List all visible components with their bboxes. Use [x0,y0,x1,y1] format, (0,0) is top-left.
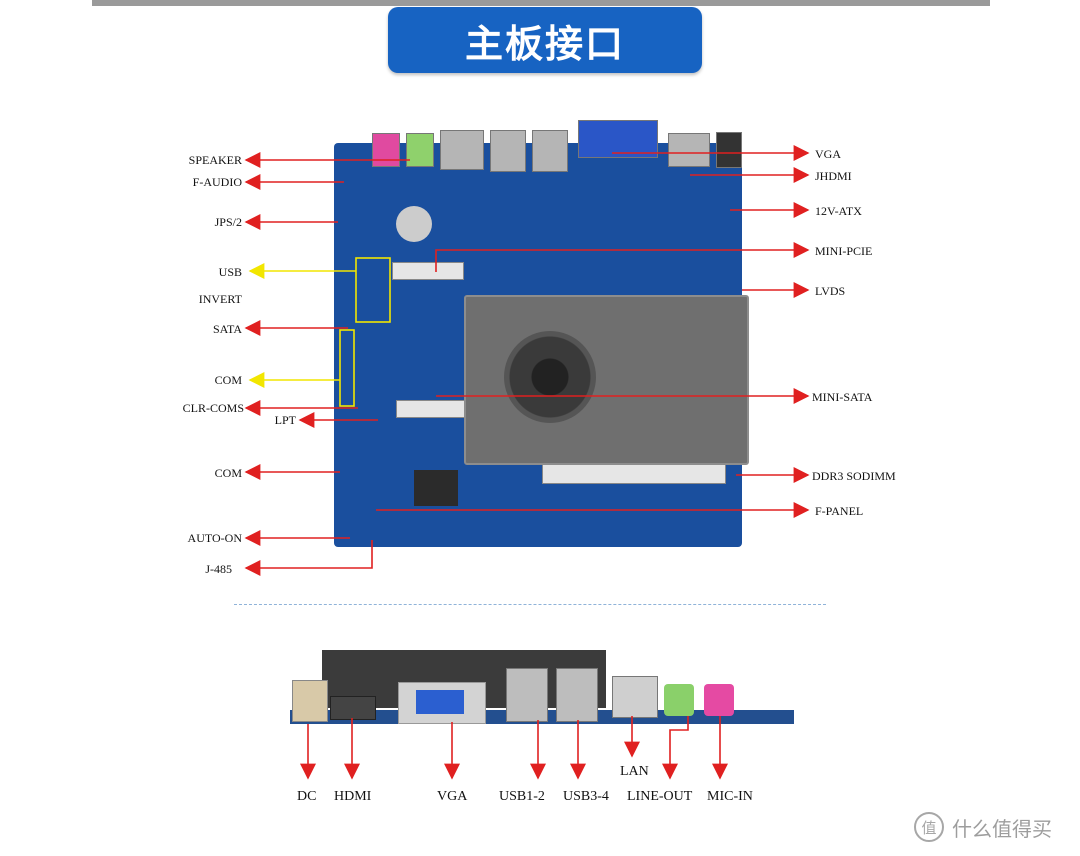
label-jps2: JPS/2 [214,215,242,229]
label-f-panel: F-PANEL [815,504,864,518]
label-ddr3-sodimm: DDR3 SODIMM [812,469,896,483]
usb-port-2 [532,130,568,172]
usb-port-1 [490,130,526,172]
line-out-jack [664,684,694,716]
watermark: 值 什么值得买 [914,812,1052,842]
usb12-port [506,668,548,722]
label-vga: VGA [815,147,841,161]
label-usb: USB [218,265,242,279]
label-f-audio: F-AUDIO [192,175,242,189]
chip [414,470,458,506]
label-auto-on: AUTO-ON [187,531,242,545]
label-lpt: LPT [274,413,296,427]
label-bottom-lan: LAN [620,764,649,779]
label-speaker: SPEAKER [188,153,242,167]
audio-jack-pink [372,133,400,167]
usb34-port [556,668,598,722]
watermark-text: 什么值得买 [952,816,1052,841]
lan-port-io [612,676,658,718]
label-bottom-mic-in: MIC-IN [707,789,753,804]
label-12v-atx: 12V-ATX [815,204,862,218]
cmos-battery [396,206,432,242]
vga-connector [416,690,464,714]
label-com-1: COM [214,373,242,387]
label-mini-pcie: MINI-PCIE [815,244,873,258]
dashed-divider [234,604,826,605]
label-bottom-dc: DC [297,789,317,804]
label-bottom-usb12: USB1-2 [499,789,545,804]
dc-jack [716,132,742,168]
label-lvds: LVDS [815,284,846,298]
label-mini-sata: MINI-SATA [812,390,873,404]
label-sata: SATA [212,322,242,336]
label-bottom-vga: VGA [437,789,468,804]
watermark-icon: 值 [914,812,944,842]
top-divider-bar [92,0,990,6]
cpu-fan [504,331,596,423]
vga-port [578,120,658,158]
dc-port [292,680,328,722]
label-invert: INVERT [198,292,242,306]
label-jhdmi: JHDMI [815,169,852,183]
audio-jack-green [406,133,434,167]
label-bottom-usb34: USB3-4 [563,789,609,804]
label-bottom-line-out: LINE-OUT [627,789,693,804]
label-j-485: J-485 [205,562,232,576]
hdmi-port [668,133,710,167]
mic-in-jack [704,684,734,716]
hdmi-port-io [330,696,376,720]
label-bottom-hdmi: HDMI [334,789,372,804]
label-clr-coms: CLR-COMS [182,401,244,415]
label-com-2: COM [214,466,242,480]
lan-port [440,130,484,170]
mini-pcie-slot [392,262,464,280]
section-title: 主板接口 [388,7,702,73]
